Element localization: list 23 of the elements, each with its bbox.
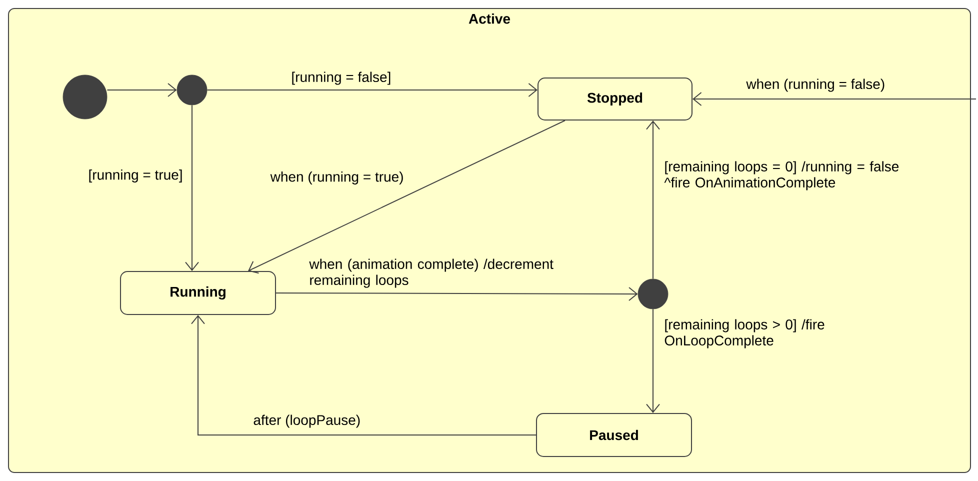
junction-dot	[176, 74, 208, 106]
arrow	[276, 286, 638, 301]
state-box: Running	[120, 271, 276, 315]
edge-label: [remaining loops = 0] /running = false ^fire OnAnimationComplete	[664, 161, 899, 190]
state-box: Paused	[536, 413, 692, 457]
edge-label: when (running = false)	[746, 78, 884, 92]
edge-label: [remaining loops > 0] /fire OnLoopComplete	[664, 319, 824, 348]
arrow	[106, 83, 177, 97]
arrow	[248, 120, 566, 274]
arrow	[692, 92, 976, 106]
edge-label: [running = false]	[292, 72, 390, 85]
arrow	[646, 120, 660, 280]
arrow	[206, 83, 538, 97]
initial-state-dot	[62, 74, 108, 120]
arrow	[646, 308, 660, 413]
arrow	[191, 315, 536, 436]
edge-label: after (loopPause)	[254, 414, 360, 428]
edge-label: when (animation complete) /decrement remaining loops	[309, 258, 554, 288]
arrow	[185, 104, 199, 271]
edge-label: when (running = true)	[270, 171, 403, 185]
edge-label: [running = true]	[89, 169, 182, 183]
state-box: Stopped	[538, 78, 692, 120]
junction-dot	[638, 278, 668, 310]
